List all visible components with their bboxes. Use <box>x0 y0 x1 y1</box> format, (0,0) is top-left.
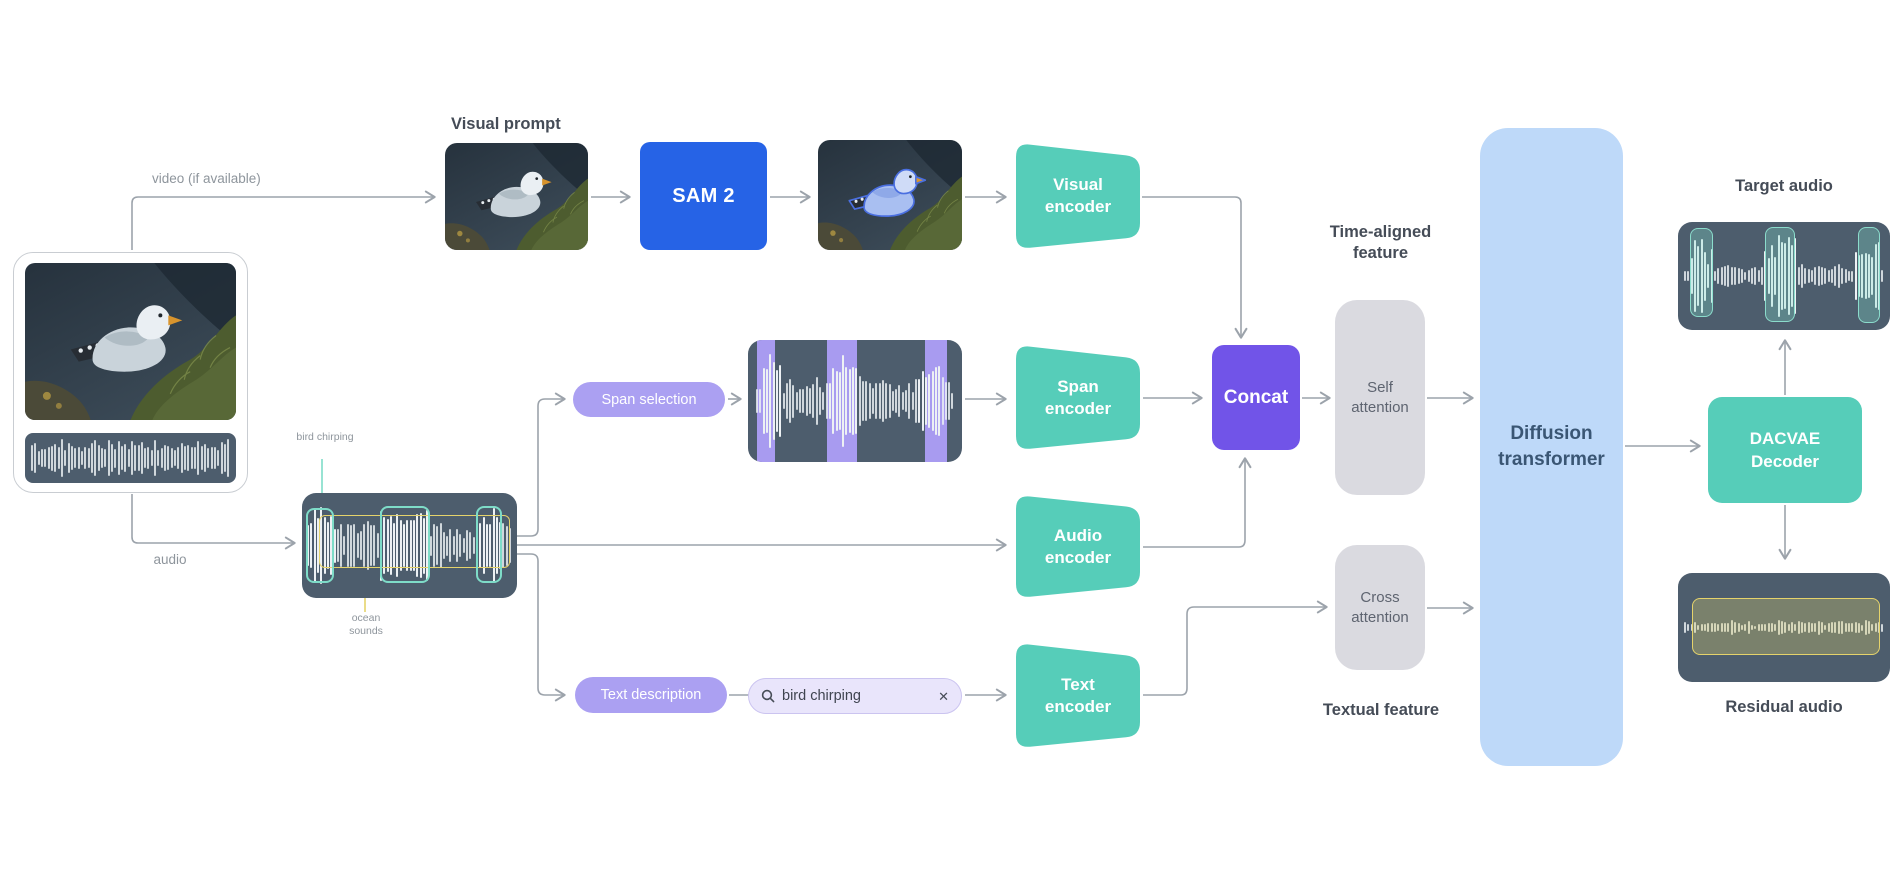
arrow-video-to-visual-prompt <box>131 190 436 250</box>
span-selection-node: Span selection <box>573 382 725 417</box>
visual-encoder-label: Visual encoder <box>1044 175 1112 216</box>
target-span-3 <box>1858 227 1880 323</box>
visual-prompt-label: Visual prompt <box>451 115 561 133</box>
target-span-2 <box>1765 227 1795 322</box>
time-aligned-feature-label: Time-aligned feature <box>1329 223 1432 262</box>
residual-region <box>1692 598 1880 655</box>
waveform-bars <box>756 350 954 452</box>
bird-chirping-annotation: bird chirping <box>296 431 354 443</box>
span-encoder-node: Span encoder <box>1016 345 1140 450</box>
source-video-frame <box>25 263 236 420</box>
textual-feature-label: Textual feature <box>1322 701 1440 719</box>
ocean-sounds-region <box>319 515 510 568</box>
text-encoder-node: Text encoder <box>1016 643 1140 748</box>
text-prompt-input[interactable]: bird chirping ✕ <box>748 678 962 714</box>
text-description-node: Text description <box>575 677 727 713</box>
arrow-audio-encoder-to-concat <box>1143 457 1252 548</box>
diffusion-transformer-node: Diffusion transformer <box>1480 128 1623 766</box>
target-audio-waveform <box>1678 222 1890 330</box>
span-waveform <box>748 340 962 462</box>
arrow-waveform-to-span-selection <box>517 392 566 537</box>
dacvae-decoder-node: DACVAE Decoder <box>1708 397 1862 503</box>
arrow-audio-to-waveform <box>131 494 296 550</box>
waveform-bars <box>31 437 230 479</box>
clear-input-icon[interactable]: ✕ <box>938 688 949 704</box>
annotated-waveform <box>302 493 517 598</box>
audio-encoder-label: Audio encoder <box>1044 525 1112 567</box>
text-encoder-label: Text encoder <box>1044 674 1112 716</box>
bird-chirping-region-1 <box>306 508 334 583</box>
visual-encoder-node: Visual encoder <box>1016 143 1140 249</box>
encoder-shape <box>1016 496 1140 597</box>
source-audio-waveform <box>25 433 236 483</box>
arrow-visual-encoder-to-concat <box>1142 196 1248 339</box>
bird-scene <box>25 263 236 420</box>
span-encoder-label: Span encoder <box>1044 376 1112 418</box>
residual-audio-waveform <box>1678 573 1890 682</box>
audio-encoder-node: Audio encoder <box>1016 495 1140 598</box>
diffusion-transformer-label: Diffusion transformer <box>1498 423 1605 470</box>
cross-attention-label: Cross attention <box>1351 588 1409 626</box>
bird-scene <box>445 143 588 250</box>
self-attention-node: Self attention <box>1335 300 1425 495</box>
cross-attention-node: Cross attention <box>1335 545 1425 670</box>
segmented-image <box>818 140 962 250</box>
span-band-2 <box>827 340 857 462</box>
video-edge-label: video (if available) <box>152 171 261 186</box>
bird-scene <box>818 140 962 250</box>
concat-node: Concat <box>1212 345 1300 450</box>
target-audio-label: Target audio <box>1735 177 1833 195</box>
target-span-1 <box>1690 228 1713 317</box>
bird-chirping-region-2 <box>380 506 430 583</box>
bird-chirping-region-3 <box>476 506 502 583</box>
ocean-sounds-annotation: ocean sounds <box>349 612 383 637</box>
source-media-card <box>13 252 248 493</box>
audio-edge-label: audio <box>153 552 187 567</box>
encoder-shape <box>1016 346 1140 449</box>
encoder-shape <box>1016 144 1140 248</box>
search-icon <box>761 689 775 703</box>
waveform-bars <box>1684 581 1884 674</box>
arrow-text-encoder-to-cross-attention <box>1143 600 1328 696</box>
dacvae-decoder-label: DACVAE Decoder <box>1749 429 1821 471</box>
arrow-waveform-to-text-description <box>517 553 566 702</box>
self-attention-label: Self attention <box>1351 378 1409 416</box>
text-prompt-value[interactable]: bird chirping <box>782 688 861 704</box>
visual-prompt-image <box>445 143 588 250</box>
sam2-node: SAM 2 <box>640 142 767 250</box>
residual-audio-label: Residual audio <box>1725 698 1843 716</box>
encoder-shape <box>1016 644 1140 747</box>
